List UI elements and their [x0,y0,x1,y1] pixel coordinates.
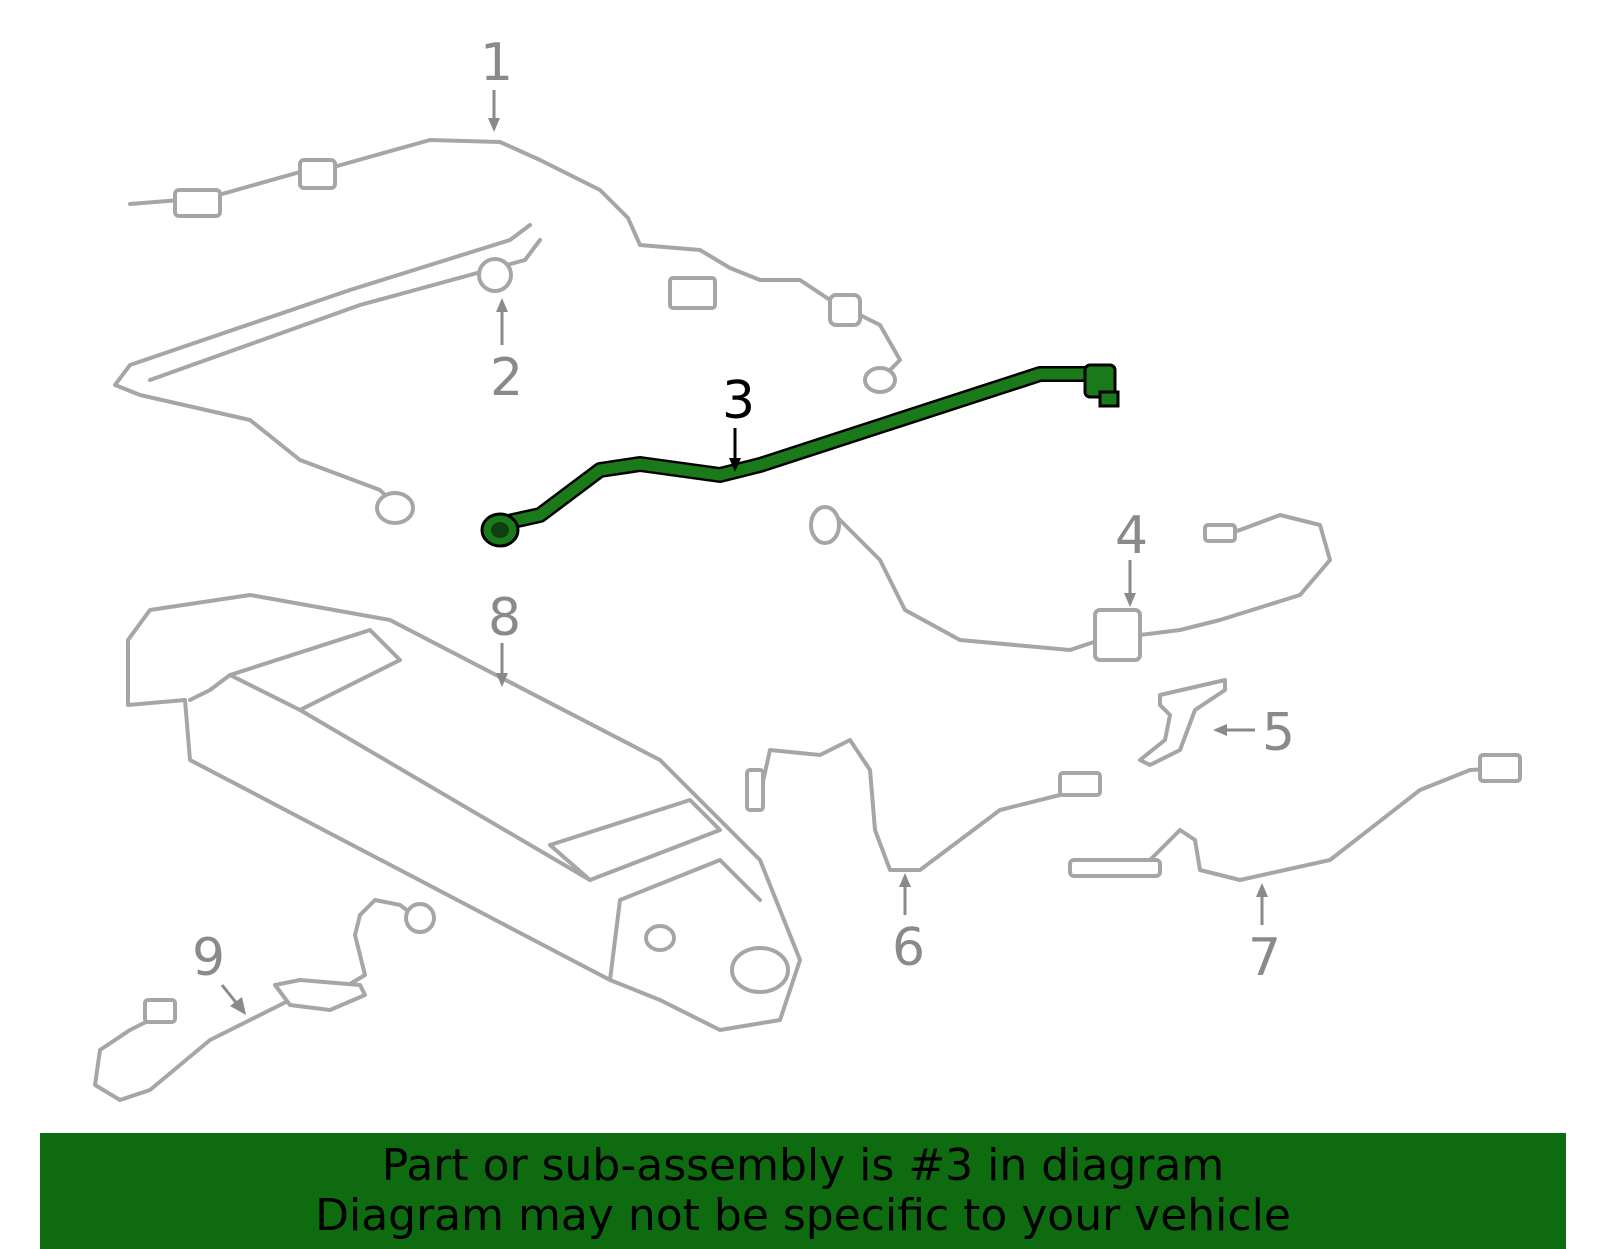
callout-1: 1 [480,33,513,93]
callout-2: 2 [490,348,523,408]
callout-7: 7 [1248,928,1281,988]
part-3-hose[interactable] [480,363,1120,548]
info-banner: Part or sub-assembly is #3 in diagram Di… [40,1133,1566,1249]
callout-8: 8 [488,588,521,648]
part-4-hose[interactable] [809,505,1332,662]
callout-4: 4 [1115,506,1148,566]
callout-arrows [220,90,1268,1015]
part-1-tube[interactable] [128,138,902,394]
callout-3: 3 [722,371,755,431]
banner-line-2: Diagram may not be specific to your vehi… [315,1190,1291,1241]
callout-9: 9 [192,928,225,988]
part-9-hose[interactable] [93,898,436,1102]
part-6-sensor[interactable] [745,738,1102,872]
part-7-sensor[interactable] [1068,753,1522,882]
callout-5: 5 [1262,703,1295,763]
banner-line-1: Part or sub-assembly is #3 in diagram [381,1140,1225,1191]
callout-6: 6 [892,918,925,978]
part-5-bracket[interactable] [1138,678,1227,767]
part-2-hose[interactable] [113,223,542,525]
part-8-canister[interactable] [126,593,802,1032]
